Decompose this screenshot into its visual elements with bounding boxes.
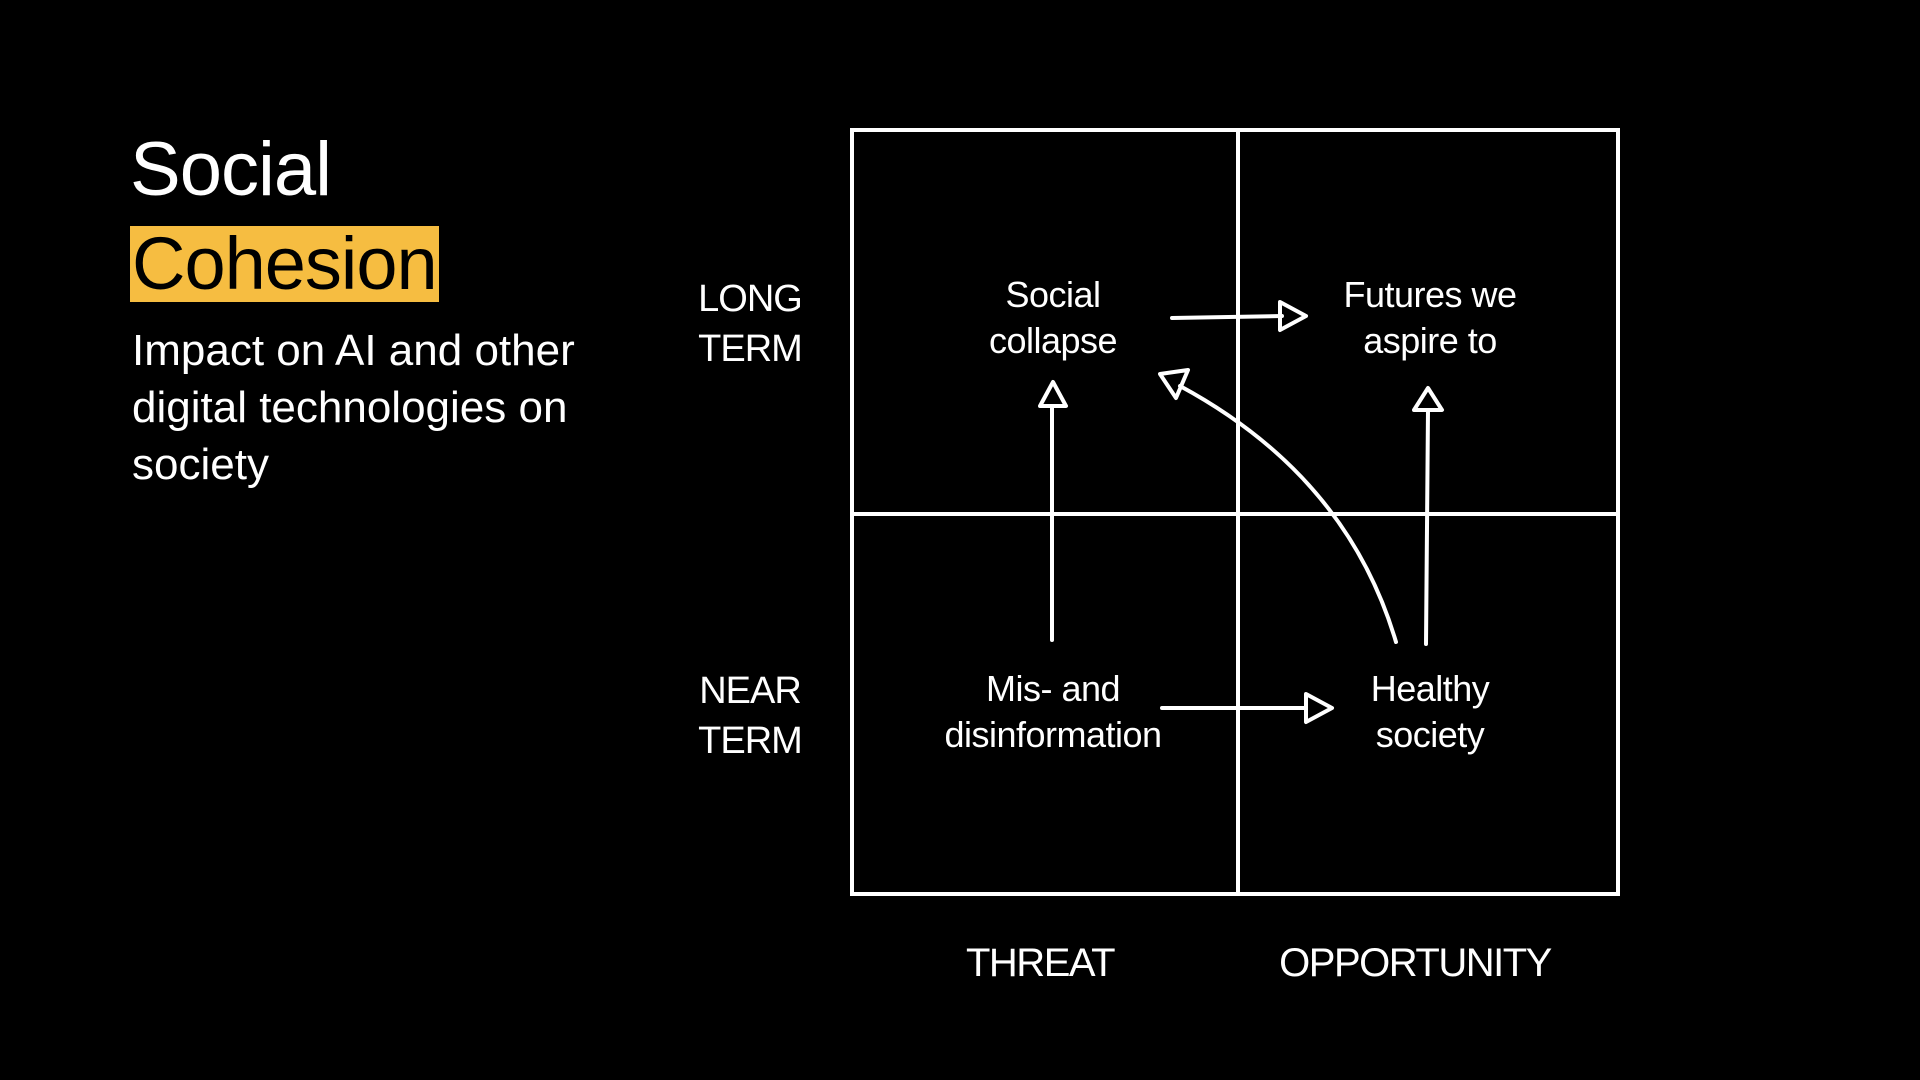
cell-healthy-society: Healthy society: [1370, 668, 1490, 755]
row-label-near-term: NEAR TERM: [698, 670, 803, 762]
cell-mis-and-disinformation: Mis- and disinformation: [944, 668, 1162, 755]
column-label-opportunity: OPPORTUNITY: [1279, 941, 1552, 985]
row-label-long-term: LONG TERM: [698, 278, 803, 370]
column-label-threat: THREAT: [965, 941, 1116, 985]
matrix-horizontal-divider: [854, 512, 1616, 516]
title-cohesion-highlight: Cohesion: [130, 222, 439, 305]
cell-futures-we-aspire-to: Futures we aspire to: [1343, 274, 1517, 361]
cell-social-collapse: Social collapse: [988, 274, 1118, 361]
subtitle: Impact on AI and other digital technolog…: [132, 326, 575, 489]
quadrant-matrix: [850, 128, 1620, 896]
title-social: Social: [130, 127, 332, 212]
